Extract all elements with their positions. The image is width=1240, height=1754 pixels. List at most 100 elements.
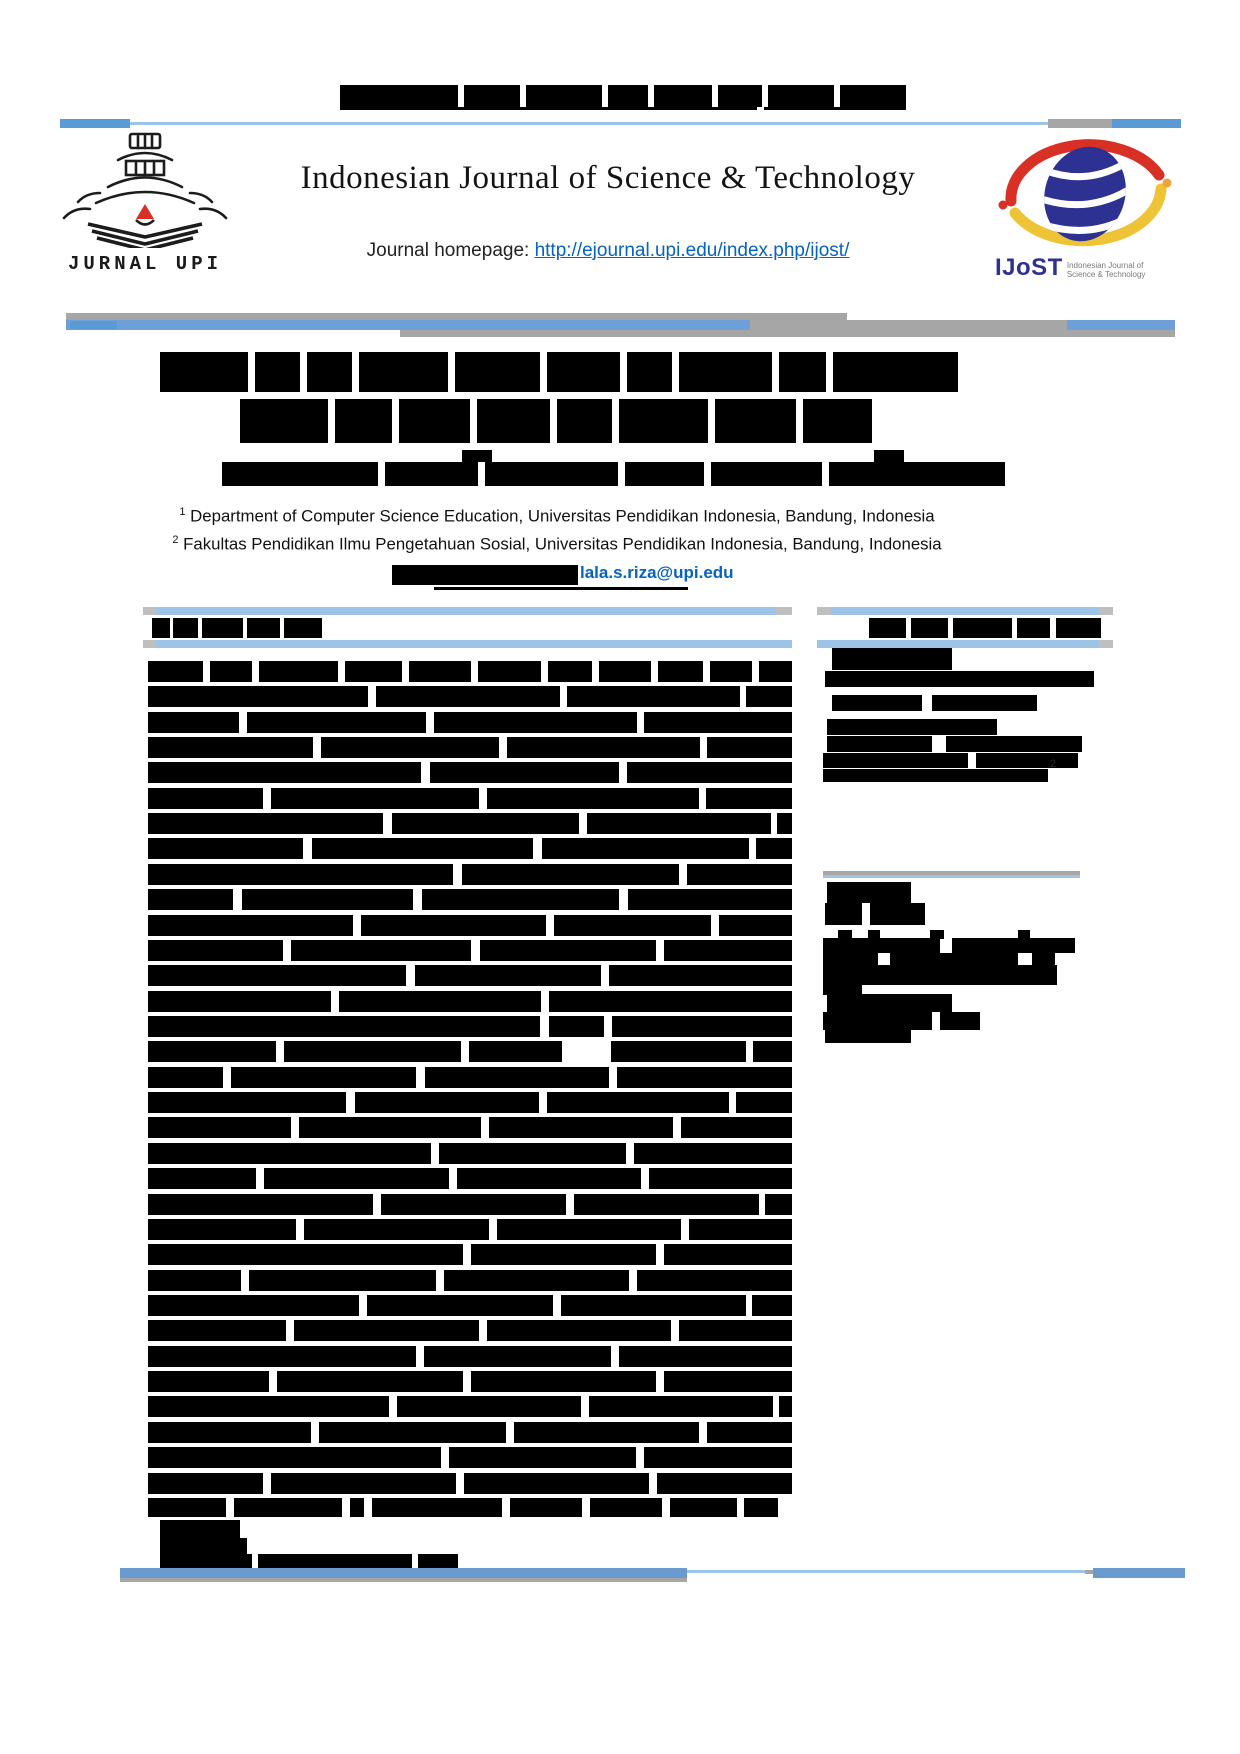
redacted-paper-title bbox=[399, 399, 470, 443]
redacted-page-header-title bbox=[840, 85, 906, 107]
redacted-article-info-heading bbox=[869, 618, 906, 638]
redacted-abstract-body bbox=[644, 1447, 792, 1468]
redacted-abstract-body bbox=[706, 788, 792, 809]
redacted-authors bbox=[462, 450, 492, 462]
redacted-abstract-body bbox=[658, 661, 703, 682]
redacted-keywords bbox=[868, 930, 880, 939]
redacted-article-info-heading bbox=[911, 618, 948, 638]
redacted-abstract-body bbox=[264, 1168, 449, 1189]
redacted-abstract-body bbox=[644, 712, 792, 733]
redacted-abstract-body bbox=[148, 1016, 540, 1037]
redacted-abstract-body bbox=[710, 661, 752, 682]
redacted-abstract-footer bbox=[160, 1520, 240, 1538]
redacted-abstract-body bbox=[611, 1041, 746, 1062]
decorative-bar bbox=[66, 320, 750, 330]
redacted-abstract-body bbox=[589, 1396, 773, 1417]
redacted-abstract-body bbox=[612, 1016, 792, 1037]
redacted-abstract-body bbox=[707, 737, 792, 758]
decorative-bar bbox=[817, 607, 831, 615]
redacted-abstract-body bbox=[449, 1447, 636, 1468]
correspondence-email-link[interactable]: lala.s.riza@upi.edu bbox=[580, 563, 734, 582]
redacted-keywords bbox=[1032, 953, 1055, 965]
redacted-authors bbox=[711, 462, 822, 486]
redacted-abstract-body bbox=[765, 1194, 792, 1215]
redacted-abstract-body bbox=[464, 1473, 649, 1494]
redacted-abstract-body bbox=[497, 1219, 681, 1240]
redacted-abstract-body bbox=[759, 661, 792, 682]
journal-homepage-link[interactable]: http://ejournal.upi.edu/index.php/ijost/ bbox=[534, 240, 850, 261]
redacted-paper-title bbox=[803, 399, 872, 443]
redacted-abstract-body bbox=[259, 661, 338, 682]
redacted-paper-title bbox=[255, 352, 300, 392]
redacted-article-info-heading bbox=[1056, 618, 1101, 638]
redacted-abstract-body bbox=[489, 1117, 673, 1138]
redacted-abstract-body bbox=[148, 1067, 223, 1088]
redacted-paper-title bbox=[557, 399, 612, 443]
redacted-page-header-title bbox=[654, 85, 712, 107]
redacted-paper-title bbox=[715, 399, 796, 443]
upi-flower-icon bbox=[136, 204, 154, 219]
redacted-abstract-body bbox=[148, 1092, 346, 1113]
decorative-bar bbox=[823, 871, 1080, 875]
journal-title: Indonesian Journal of Science & Technolo… bbox=[300, 160, 916, 196]
redacted-abstract-body bbox=[415, 965, 601, 986]
redacted-abstract-body bbox=[397, 1396, 581, 1417]
redacted-abstract-body bbox=[367, 1295, 553, 1316]
redacted-abstract-body bbox=[457, 1168, 641, 1189]
redacted-abstract-body bbox=[567, 686, 740, 707]
redacted-abstract-body bbox=[148, 1320, 286, 1341]
redacted-abstract-body bbox=[424, 1346, 611, 1367]
redacted-abstract-body bbox=[657, 1473, 792, 1494]
redacted-abstract-body bbox=[291, 940, 471, 961]
redacted-paper-title bbox=[240, 399, 328, 443]
redacted-paper-title bbox=[307, 352, 352, 392]
ijost-logo-text: IJoST bbox=[995, 254, 1063, 281]
redacted-abstract-body bbox=[664, 1371, 792, 1392]
redacted-article-history bbox=[832, 648, 952, 670]
redacted-abstract-body bbox=[422, 889, 619, 910]
decorative-bar bbox=[1099, 640, 1113, 648]
redacted-abstract-body bbox=[549, 1016, 604, 1037]
redacted-abstract-heading bbox=[152, 618, 170, 638]
redacted-authors bbox=[485, 462, 618, 486]
decorative-bar bbox=[776, 607, 792, 615]
redacted-abstract-footer bbox=[160, 1538, 247, 1554]
redacted-page-header-title bbox=[764, 107, 906, 110]
redacted-abstract-heading bbox=[173, 618, 198, 638]
redacted-authors bbox=[874, 450, 904, 462]
redacted-keywords bbox=[930, 930, 944, 939]
decorative-bar bbox=[817, 607, 1113, 615]
redacted-abstract-body bbox=[574, 1194, 759, 1215]
redacted-abstract-body bbox=[756, 838, 792, 859]
decorative-bar bbox=[400, 330, 1175, 337]
ijost-logo-caption: Indonesian Journal of Science & Technolo… bbox=[1066, 260, 1146, 280]
redacted-abstract-body bbox=[148, 737, 313, 758]
redacted-abstract-footer bbox=[258, 1554, 412, 1568]
redacted-abstract-body bbox=[392, 813, 579, 834]
redacted-authors bbox=[829, 462, 1005, 486]
redacted-abstract-body bbox=[148, 1219, 296, 1240]
redacted-paper-title bbox=[359, 352, 448, 392]
redacted-abstract-body bbox=[247, 712, 426, 733]
redacted-abstract-body bbox=[249, 1270, 436, 1291]
redacted-abstract-body bbox=[409, 661, 471, 682]
redacted-abstract-body bbox=[637, 1270, 792, 1291]
redacted-article-history bbox=[832, 695, 922, 711]
redacted-abstract-body bbox=[664, 1244, 792, 1265]
redacted-abstract-body bbox=[664, 940, 792, 961]
decorative-bar bbox=[120, 1568, 687, 1578]
redacted-abstract-body bbox=[752, 1295, 792, 1316]
redacted-abstract-body bbox=[148, 889, 233, 910]
redacted-email-prefix bbox=[392, 565, 578, 585]
redacted-authors bbox=[222, 462, 378, 486]
redacted-abstract-body bbox=[148, 1295, 359, 1316]
decorative-bar bbox=[1085, 1570, 1093, 1574]
redacted-abstract-body bbox=[148, 1270, 241, 1291]
redacted-abstract-body bbox=[627, 762, 792, 783]
redacted-abstract-body bbox=[148, 1473, 263, 1494]
decorative-bar bbox=[823, 875, 1080, 878]
redacted-abstract-footer bbox=[418, 1554, 458, 1568]
redacted-paper-title bbox=[833, 352, 958, 392]
redacted-abstract-body bbox=[148, 1194, 373, 1215]
redacted-abstract-body bbox=[779, 1396, 792, 1417]
